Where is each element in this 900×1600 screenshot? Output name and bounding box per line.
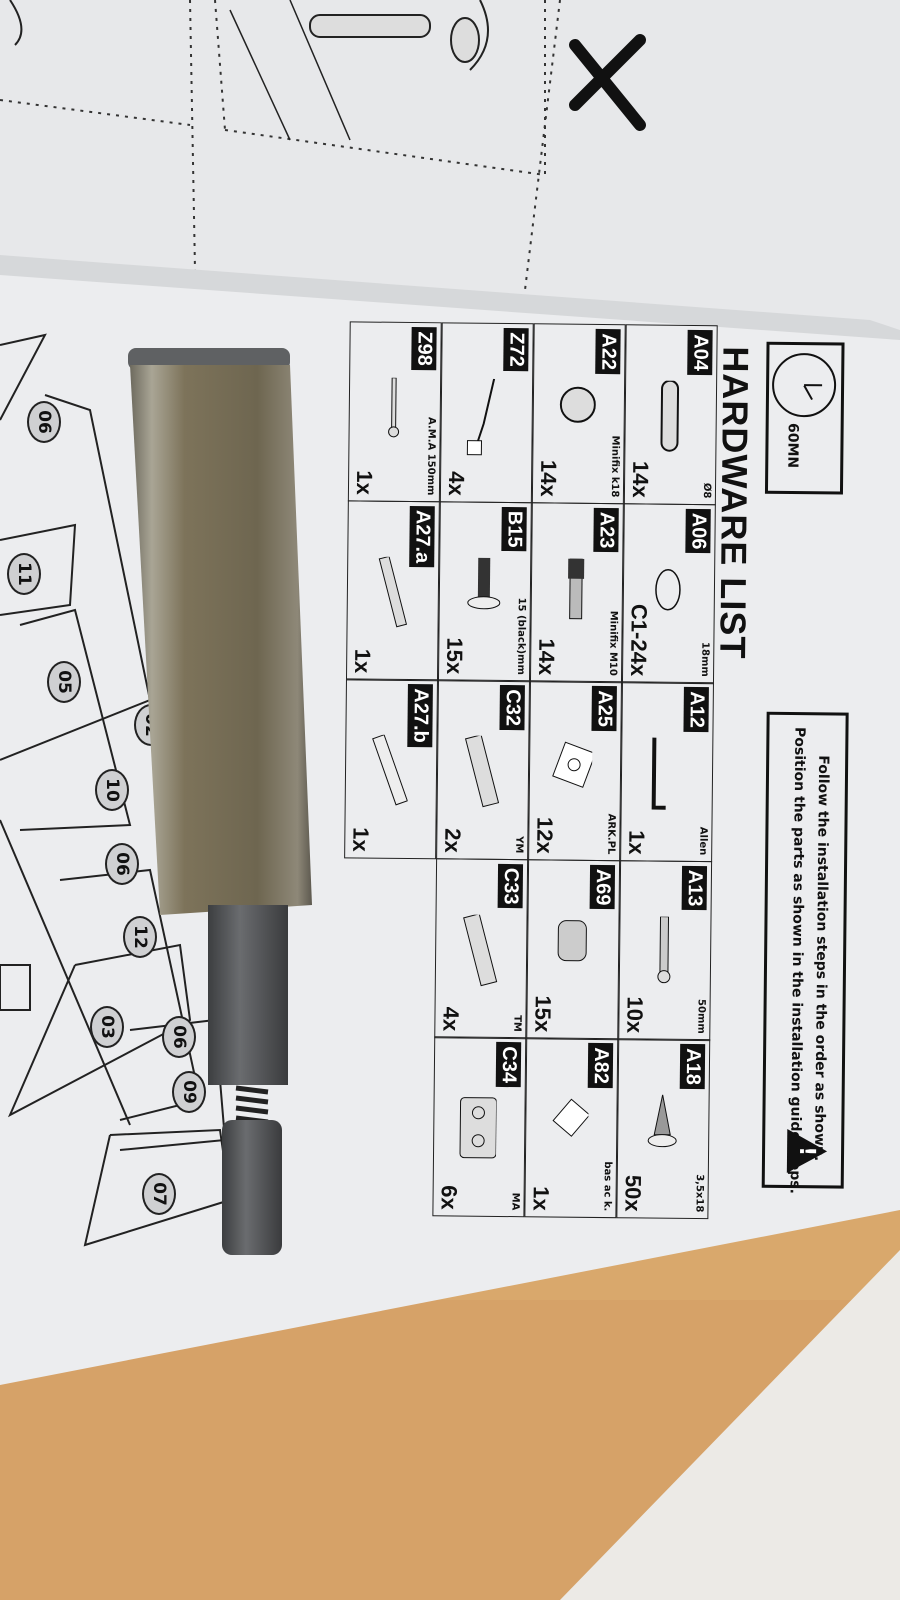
dashed-guides — [0, 0, 561, 291]
pin-icon — [387, 377, 399, 438]
insert-nut-icon — [557, 919, 587, 962]
allen-key-icon — [651, 737, 666, 810]
rail-icon — [378, 556, 407, 628]
hinge-plate-icon — [459, 1097, 497, 1159]
latch-housing — [130, 365, 312, 915]
latch-spring — [235, 1085, 269, 1125]
latch-end-cap — [128, 348, 290, 370]
cam-lock-icon — [559, 386, 596, 423]
dowel-icon — [660, 380, 679, 452]
hinge-icon — [462, 914, 497, 987]
bracket-icon — [466, 378, 495, 456]
hardware-list-page: 60MN HARDWARE LIST Follow the installati… — [325, 312, 875, 1238]
shelf-support-icon — [551, 741, 593, 789]
manual-upper-page — [0, 0, 900, 330]
screw-icon — [657, 916, 671, 983]
latch-plunger — [208, 905, 288, 1085]
pad-icon — [552, 1098, 589, 1138]
wood-screw-icon — [647, 1094, 677, 1148]
white-surface — [560, 1250, 900, 1600]
latch-adjuster-knob — [222, 1120, 282, 1255]
screw-drawing — [9, 0, 489, 141]
cam-bolt-icon — [567, 558, 585, 620]
hinge-icon — [464, 735, 499, 808]
bolt-icon — [467, 557, 501, 610]
profile-icon — [371, 734, 408, 806]
x-mark-icon — [569, 34, 646, 131]
cap-icon — [654, 568, 681, 611]
